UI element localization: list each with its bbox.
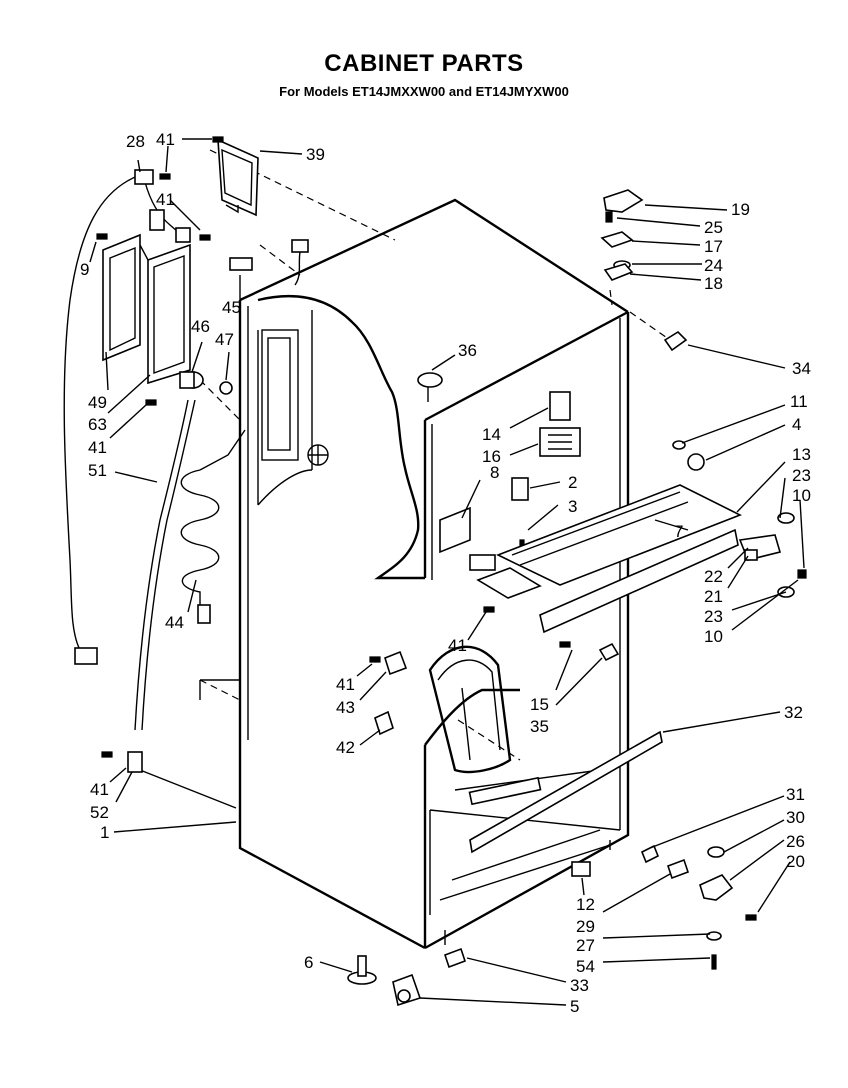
callout-10: 10 bbox=[792, 486, 811, 505]
callout-52: 52 bbox=[90, 803, 109, 822]
small-parts-left bbox=[127, 239, 309, 773]
callout-51: 51 bbox=[88, 461, 107, 480]
callout-41: 41 bbox=[156, 130, 175, 149]
callout-32: 32 bbox=[784, 703, 803, 722]
callout-16: 16 bbox=[482, 447, 501, 466]
callout-24: 24 bbox=[704, 256, 723, 275]
callout-39: 39 bbox=[306, 145, 325, 164]
bottom-brackets bbox=[347, 650, 734, 1007]
callout-41: 41 bbox=[90, 780, 109, 799]
cabinet-body bbox=[139, 149, 671, 950]
callout-26: 26 bbox=[786, 832, 805, 851]
callout-54: 54 bbox=[576, 957, 595, 976]
callout-25: 25 bbox=[704, 218, 723, 237]
top-hinge-assembly bbox=[417, 189, 688, 402]
callout-23: 23 bbox=[792, 466, 811, 485]
power-cord-28 bbox=[63, 169, 191, 665]
callout-12: 12 bbox=[576, 895, 595, 914]
crisper-rails bbox=[469, 484, 742, 634]
callout-1: 1 bbox=[100, 823, 109, 842]
screws bbox=[96, 136, 807, 970]
callout-47: 47 bbox=[215, 330, 234, 349]
callout-17: 17 bbox=[704, 237, 723, 256]
callout-41: 41 bbox=[156, 190, 175, 209]
callout-36: 36 bbox=[458, 341, 477, 360]
callout-63: 63 bbox=[88, 415, 107, 434]
callout-33: 33 bbox=[570, 976, 589, 995]
callout-28: 28 bbox=[126, 132, 145, 151]
diagram-subtitle: For Models ET14JMXXW00 and ET14JMYXW00 bbox=[279, 84, 569, 99]
callout-20: 20 bbox=[786, 852, 805, 871]
leader-lines bbox=[89, 138, 805, 1006]
callout-10: 10 bbox=[704, 627, 723, 646]
callout-41: 41 bbox=[88, 438, 107, 457]
callout-41: 41 bbox=[448, 636, 467, 655]
callout-8: 8 bbox=[490, 463, 499, 482]
callout-49: 49 bbox=[88, 393, 107, 412]
callout-14: 14 bbox=[482, 425, 501, 444]
callout-3: 3 bbox=[568, 497, 577, 516]
callout-43: 43 bbox=[336, 698, 355, 717]
callout-5: 5 bbox=[570, 997, 579, 1016]
callout-46: 46 bbox=[191, 317, 210, 336]
callout-22: 22 bbox=[704, 567, 723, 586]
callout-35: 35 bbox=[530, 717, 549, 736]
callout-15: 15 bbox=[530, 695, 549, 714]
callout-42: 42 bbox=[336, 738, 355, 757]
callouts: 28 41 39 41 9 45 46 47 49 63 41 51 44 36… bbox=[80, 130, 811, 1016]
callout-18: 18 bbox=[704, 274, 723, 293]
thermostat-box-49 bbox=[102, 233, 191, 385]
callout-29: 29 bbox=[576, 917, 595, 936]
callout-7: 7 bbox=[674, 522, 683, 541]
callout-21: 21 bbox=[704, 587, 723, 606]
callout-27: 27 bbox=[576, 936, 595, 955]
callout-30: 30 bbox=[786, 808, 805, 827]
callout-23: 23 bbox=[704, 607, 723, 626]
callout-13: 13 bbox=[792, 445, 811, 464]
callout-34: 34 bbox=[792, 359, 811, 378]
shelf-supports bbox=[439, 391, 795, 662]
callout-44: 44 bbox=[165, 613, 184, 632]
diagram-title: CABINET PARTS bbox=[324, 50, 524, 77]
callout-41: 41 bbox=[336, 675, 355, 694]
callout-31: 31 bbox=[786, 785, 805, 804]
callout-11: 11 bbox=[790, 392, 808, 411]
control-housing-39 bbox=[217, 138, 259, 217]
callout-2: 2 bbox=[568, 473, 577, 492]
callout-6: 6 bbox=[304, 953, 313, 972]
callout-19: 19 bbox=[731, 200, 750, 219]
callout-4: 4 bbox=[792, 415, 801, 434]
callout-45: 45 bbox=[222, 298, 241, 317]
callout-9: 9 bbox=[80, 260, 89, 279]
